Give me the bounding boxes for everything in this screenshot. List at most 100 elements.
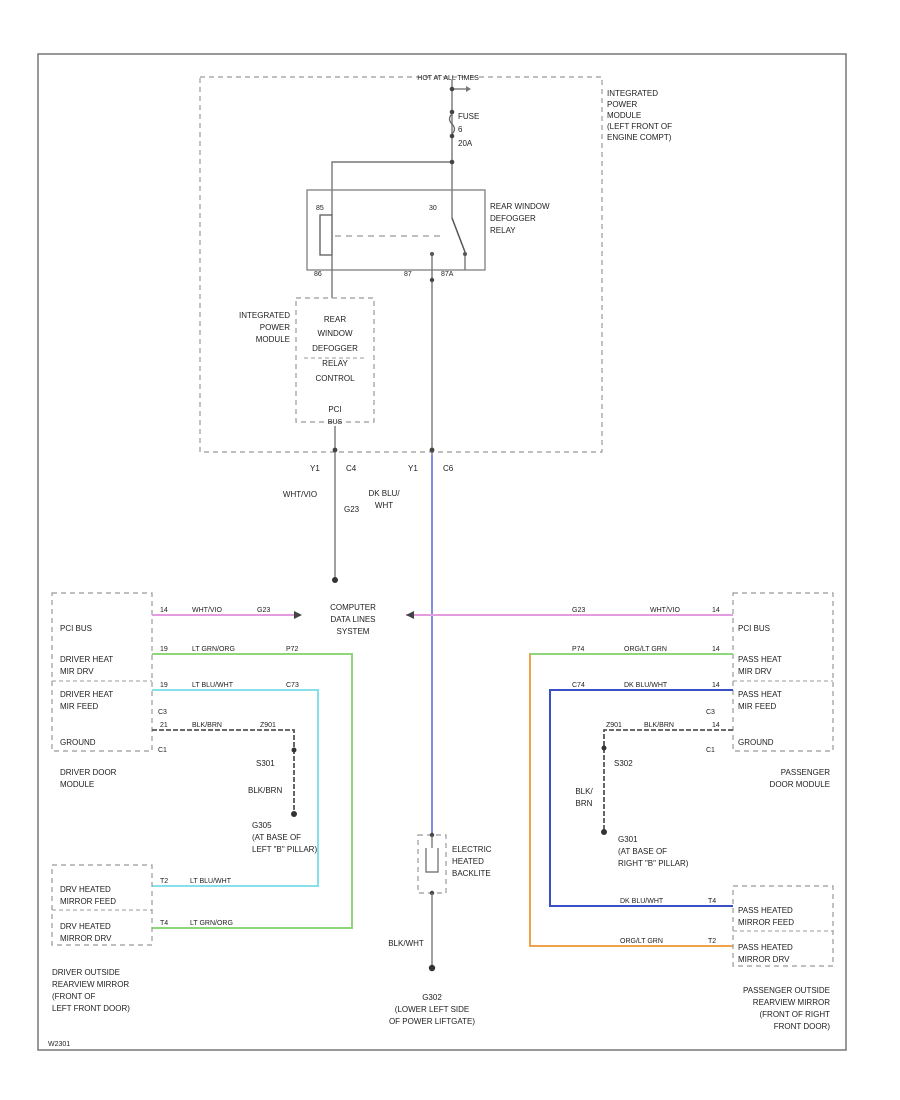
svg-text:MIR FEED: MIR FEED [60,702,98,711]
driver-pci-arrow-icon [294,611,302,619]
cdls-node [332,577,338,583]
footer-id: W2301 [48,1041,70,1048]
driver-door-title: DRIVER DOOR MODULE [60,768,117,789]
center-ground-icon [428,964,436,972]
driver-door-labels: PCI BUS DRIVER HEAT MIR DRV DRIVER HEAT … [60,624,113,747]
svg-text:PASSENGER OUTSIDE: PASSENGER OUTSIDE [743,986,830,995]
driver-door-connector-c1: C1 [158,747,167,754]
relay-pin-86: 86 [314,271,322,278]
right-wire-color-2: WHT [375,501,393,510]
ipm-outline [199,76,603,453]
passenger-mirror-labels: PASS HEATED MIRROR FEED PASS HEATED MIRR… [738,906,794,964]
relay-pin-85: 85 [316,205,324,212]
pass-circuit-2: P74 [572,646,585,653]
passenger-door-module-box [732,592,834,752]
svg-text:RELAY: RELAY [322,359,348,368]
svg-text:(FRONT OF: (FRONT OF [52,992,96,1001]
svg-text:MIRROR DRV: MIRROR DRV [738,955,790,964]
left-ground-label: G305 (AT BASE OF LEFT "B" PILLAR) [252,821,317,854]
driver-pin-4: 21 [160,722,168,729]
passenger-door-labels: PCI BUS PASS HEAT MIR DRV PASS HEAT MIR … [738,624,782,747]
driver-heat-mir-drv-wire [152,653,353,929]
svg-text:G305: G305 [252,821,272,830]
relay-feed-split [331,161,453,190]
svg-text:CONTROL: CONTROL [315,374,355,383]
pass-circuit-4: Z901 [606,722,622,729]
fuse-icon [448,109,456,139]
pass-wire-2: ORG/LT GRN [624,646,667,653]
pass-pin-2: 14 [712,646,720,653]
svg-text:LEFT "B" PILLAR): LEFT "B" PILLAR) [252,845,317,854]
svg-text:MODULE: MODULE [607,111,641,120]
passenger-pci-arrow-icon [406,611,414,619]
driver-mirror-wire-1: LT BLU/WHT [190,878,232,885]
svg-text:FUSE: FUSE [458,112,479,121]
svg-text:COMPUTER: COMPUTER [330,603,376,612]
passenger-door-connector-c1: C1 [706,747,715,754]
relay-no-contact [430,252,434,256]
svg-text:PCI BUS: PCI BUS [60,624,92,633]
driver-ground-wire [152,729,295,812]
svg-text:MIRROR FEED: MIRROR FEED [60,897,116,906]
backlite-label: ELECTRIC HEATED BACKLITE [452,845,492,878]
driver-wire-1: WHT/VIO [192,607,222,614]
heater-grid-icon [425,832,439,896]
driver-mirror-box [51,864,153,946]
feed-node [449,86,455,92]
svg-text:REARVIEW MIRROR: REARVIEW MIRROR [52,980,129,989]
svg-text:POWER: POWER [607,100,637,109]
svg-text:DRIVER OUTSIDE: DRIVER OUTSIDE [52,968,120,977]
connector-right-node [429,447,435,453]
relay-label: REAR WINDOW DEFOGGER RELAY [490,202,550,235]
driver-circuit-2: P72 [286,646,299,653]
svg-text:BACKLITE: BACKLITE [452,869,491,878]
svg-text:REAR WINDOW: REAR WINDOW [490,202,550,211]
relay-switch-icon [451,217,466,253]
feed-arrow-icon [466,86,471,92]
svg-text:DRV HEATED: DRV HEATED [60,922,111,931]
svg-text:PCI BUS: PCI BUS [738,624,770,633]
driver-splice-node [291,747,297,753]
svg-text:OF POWER LIFTGATE): OF POWER LIFTGATE) [389,1017,475,1026]
svg-text:DRV HEATED: DRV HEATED [60,885,111,894]
svg-text:DEFOGGER: DEFOGGER [312,344,358,353]
svg-text:DOOR MODULE: DOOR MODULE [770,780,830,789]
connector-left-node [332,447,338,453]
svg-text:MODULE: MODULE [60,780,94,789]
driver-door-module-box [51,592,153,752]
svg-text:(LOWER LEFT SIDE: (LOWER LEFT SIDE [395,1005,470,1014]
svg-text:G301: G301 [618,835,638,844]
control-pin: PCI [328,405,341,414]
relay-output-node [429,277,435,283]
driver-mirror-pin-2: T4 [160,920,168,927]
center-ground-label: G302 (LOWER LEFT SIDE OF POWER LIFTGATE) [389,993,475,1026]
right-ground-label: G301 (AT BASE OF RIGHT "B" PILLAR) [618,835,689,868]
svg-text:DRIVER DOOR: DRIVER DOOR [60,768,117,777]
driver-mirror-pin-1: T2 [160,878,168,885]
pass-pin-3: 14 [712,682,720,689]
svg-text:ELECTRIC: ELECTRIC [452,845,492,854]
control-label: REAR WINDOW DEFOGGER RELAY CONTROL [312,315,358,383]
ipm-small-label-2: POWER [260,323,290,332]
pass-circuit-3: C74 [572,682,585,689]
pass-wire-3: DK BLU/WHT [624,682,668,689]
svg-text:HEATED: HEATED [452,857,484,866]
svg-text:RELAY: RELAY [490,226,516,235]
svg-text:FRONT DOOR): FRONT DOOR) [774,1022,831,1031]
pass-pin-4: 14 [712,722,720,729]
svg-text:DATA LINES: DATA LINES [330,615,375,624]
driver-heat-mir-feed-wire [152,689,319,887]
left-wire-splice: G23 [344,505,360,514]
connector-right-b: C6 [443,464,454,473]
relay-pin-30: 30 [429,205,437,212]
svg-text:(AT BASE OF: (AT BASE OF [618,847,667,856]
passenger-splice-node [601,745,607,751]
driver-door-connector-c3: C3 [158,709,167,716]
driver-mirror-wire-2: LT GRN/ORG [190,920,233,927]
left-wire-color: WHT/VIO [283,490,317,499]
svg-text:DRIVER HEAT: DRIVER HEAT [60,690,113,699]
right-ground-splice: S302 [614,759,633,768]
driver-circuit-1: G23 [257,607,270,614]
svg-text:REAR: REAR [324,315,346,324]
